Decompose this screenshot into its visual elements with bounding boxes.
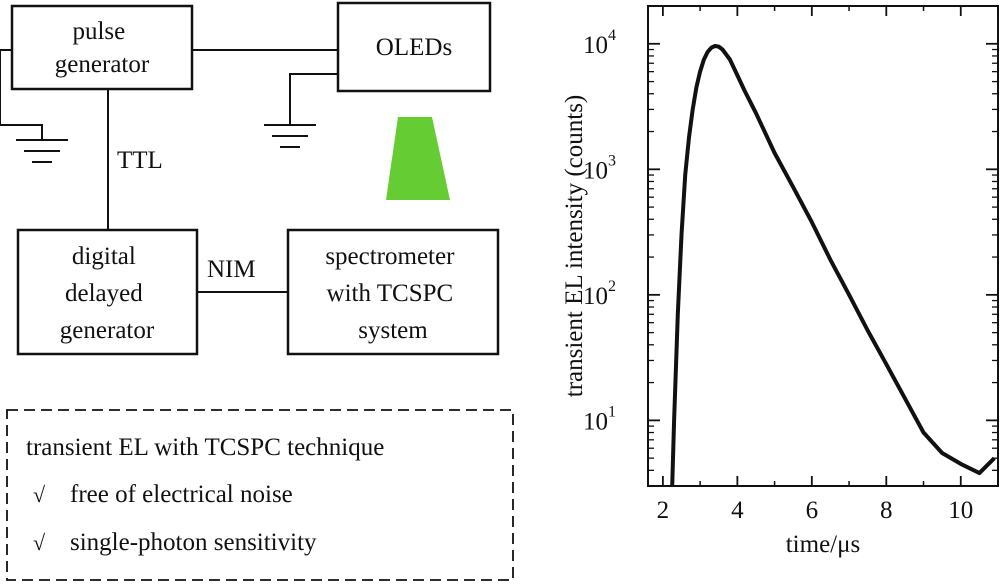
y-tick-label: 10 bbox=[583, 157, 608, 184]
check-icon: √ bbox=[33, 482, 46, 507]
x-tick-label: 6 bbox=[806, 497, 819, 524]
y-tick-label: 10 bbox=[583, 32, 608, 59]
x-tick-label: 10 bbox=[948, 497, 973, 524]
x-tick-label: 8 bbox=[880, 497, 893, 524]
spectrometer-box bbox=[286, 228, 500, 356]
ground-wire-oleds bbox=[289, 73, 338, 125]
x-tick-label: 4 bbox=[731, 497, 744, 524]
y-tick-exponent: 4 bbox=[608, 27, 616, 44]
note-item: free of electrical noise bbox=[70, 481, 293, 508]
y-tick-exponent: 1 bbox=[608, 403, 616, 420]
oleds-box bbox=[336, 1, 492, 93]
ground-wire-pulse bbox=[0, 49, 43, 140]
y-axis-label: transient EL intensity (counts) bbox=[561, 95, 588, 397]
series-line bbox=[670, 44, 996, 487]
digital-delayed-generator-box bbox=[16, 228, 199, 356]
note-box bbox=[6, 409, 514, 581]
y-tick-label: 10 bbox=[583, 283, 608, 310]
ground-symbol-icon bbox=[264, 124, 316, 148]
x-tick-label: 2 bbox=[657, 497, 670, 524]
spectrometer-label: spectrometer with TCSPC system bbox=[325, 243, 460, 344]
block-diagram: pulse generator OLEDs digital delayed ge… bbox=[0, 1, 514, 581]
y-tick-exponent: 2 bbox=[608, 278, 616, 295]
ttl-label: TTL bbox=[117, 147, 163, 174]
pulse-generator-box bbox=[10, 4, 194, 91]
plot-frame bbox=[647, 5, 999, 487]
x-axis-label: time/μs bbox=[786, 531, 861, 558]
digital-delayed-generator-label: digital delayed generator bbox=[60, 243, 155, 344]
pulse-generator-label: pulse generator bbox=[55, 18, 150, 78]
light-emission-icon bbox=[386, 117, 450, 200]
nim-label: NIM bbox=[207, 256, 256, 283]
y-tick-exponent: 3 bbox=[608, 152, 616, 169]
oleds-label: OLEDs bbox=[376, 34, 452, 61]
check-icon: √ bbox=[33, 530, 46, 555]
y-tick-label: 10 bbox=[583, 408, 608, 435]
note-title: transient EL with TCSPC technique bbox=[26, 434, 384, 461]
note-item: single-photon sensitivity bbox=[70, 529, 317, 556]
ground-symbol-icon bbox=[16, 139, 68, 163]
